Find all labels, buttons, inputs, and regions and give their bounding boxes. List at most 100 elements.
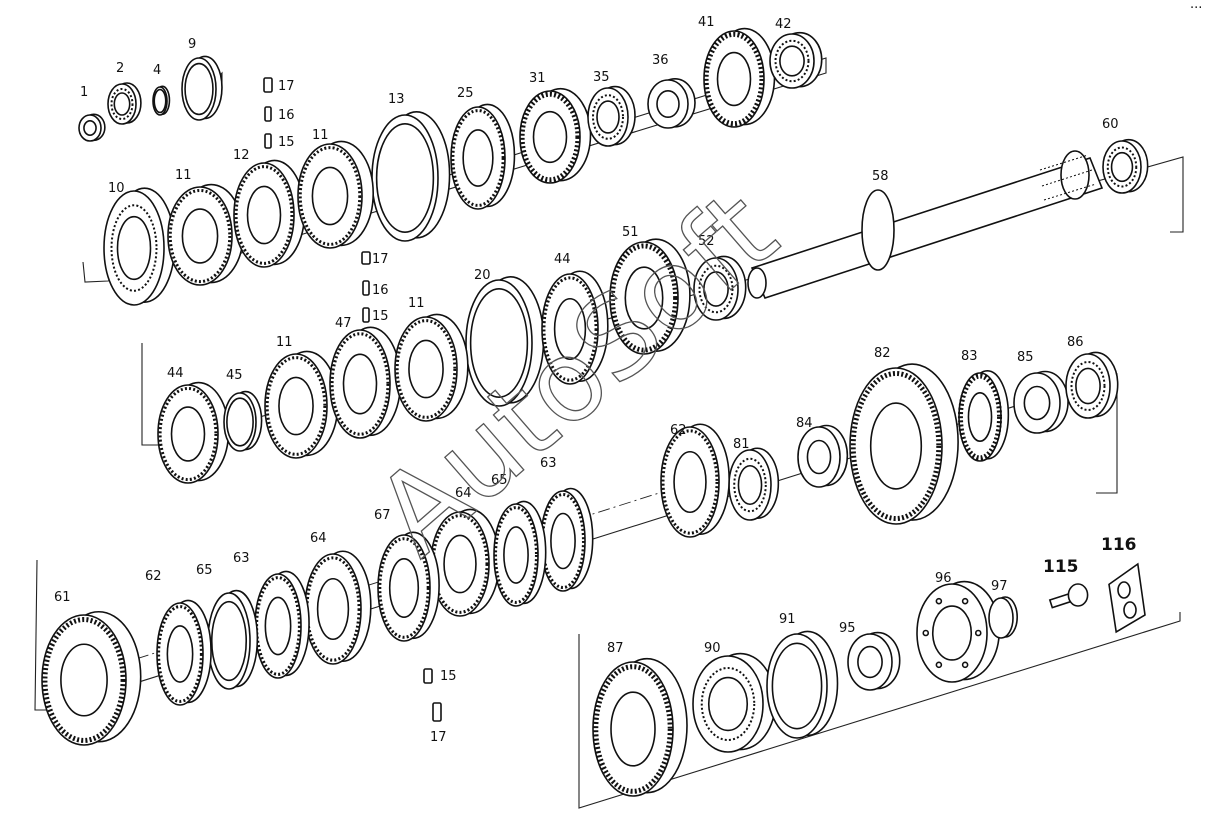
part-bore [375, 123, 435, 233]
part-ring-4 [152, 85, 171, 116]
part-bore [1110, 151, 1134, 183]
part-bushing-84 [797, 424, 849, 488]
part-bearing-42 [769, 31, 823, 89]
part-label: 41 [698, 15, 715, 30]
part-label: 115 [1043, 557, 1079, 577]
flange-bolt-hole [961, 597, 969, 605]
main-shaft [747, 150, 1104, 299]
part-bore [116, 215, 152, 281]
part-label: 16 [278, 108, 295, 123]
part-bushing-36 [647, 78, 696, 129]
part-bearing-60 [1102, 138, 1149, 194]
part-hub-47 [329, 326, 402, 439]
part-bore [779, 45, 805, 77]
part-teeth [519, 91, 581, 183]
part-bore [181, 208, 219, 264]
shaft-spline-teeth [1039, 154, 1097, 201]
pin-body [423, 668, 433, 684]
frame-group-4 [578, 612, 1181, 809]
part-label: 62 [670, 423, 687, 438]
part-bore [532, 110, 568, 164]
part-bore [503, 526, 529, 584]
part-teeth [234, 165, 294, 265]
part-label: 96 [935, 571, 952, 586]
part-sleeve-20 [465, 276, 545, 407]
part-teeth [703, 31, 765, 127]
part-sleeve-13 [371, 111, 451, 242]
part-ring-9 [181, 55, 223, 121]
part-bore [716, 51, 752, 107]
part-label: 11 [408, 296, 425, 311]
part-bore [316, 577, 350, 641]
part-sync-25 [450, 103, 516, 210]
part-label: 4 [153, 63, 161, 78]
part-sync-11 [167, 183, 244, 286]
part-bearing-35 [587, 85, 636, 147]
shaft-collar [861, 189, 895, 271]
part-label: 91 [779, 612, 796, 627]
part-teeth [431, 514, 489, 614]
part-label: 17 [430, 730, 447, 745]
part-gear-82 [849, 363, 959, 525]
part-teeth [541, 493, 585, 589]
part-bearing-2 [107, 82, 142, 125]
part-bore [153, 88, 167, 114]
part-label: 90 [704, 641, 721, 656]
part-nut-95 [847, 631, 901, 691]
pin-body [432, 702, 442, 722]
part-teeth [593, 664, 673, 794]
part-label: 31 [529, 71, 546, 86]
part-label: 25 [457, 86, 474, 101]
part-teeth [542, 276, 598, 382]
part-label: 63 [233, 551, 250, 566]
part-label: 15 [372, 309, 389, 324]
part-bore [771, 642, 823, 730]
part-label: 45 [226, 368, 243, 383]
part-teeth [395, 319, 457, 419]
lockplate-body [1108, 562, 1146, 634]
part-label: 2 [116, 61, 124, 76]
part-label: 97 [991, 579, 1008, 594]
part-label: 58 [872, 169, 889, 184]
part-label: 65 [196, 563, 213, 578]
part-bore [703, 271, 729, 307]
part-label: 13 [388, 92, 405, 107]
part-teeth [850, 370, 942, 522]
bearing-rollers [700, 667, 756, 741]
part-bore [166, 625, 194, 683]
part-bore [210, 600, 248, 682]
part-bearing-10 [103, 187, 176, 306]
part-bore [388, 558, 420, 618]
part-sync-63 [254, 570, 310, 679]
part-label: 84 [796, 416, 813, 431]
part-label: 36 [652, 53, 669, 68]
part-bore [469, 288, 529, 398]
flange-bolt-hole [935, 597, 943, 605]
part-bore [931, 605, 973, 661]
part-label: 11 [175, 168, 192, 183]
part-label: 16 [372, 283, 389, 298]
part-bearing-81 [728, 447, 780, 521]
part-sync-11 [297, 140, 375, 249]
part-teeth [330, 332, 390, 436]
part-gear-61 [41, 610, 142, 746]
part-ring-91 [766, 630, 839, 739]
part-teeth [494, 506, 538, 604]
part-pin-17 [263, 77, 273, 93]
part-teeth [42, 617, 126, 743]
part-label: 44 [554, 252, 571, 267]
part-label: 62 [145, 569, 162, 584]
part-sync-65 [493, 500, 547, 607]
bearing-rollers [1106, 146, 1138, 188]
part-teeth [661, 429, 719, 535]
part-ring-45 [223, 390, 263, 452]
part-bushing-85 [1013, 370, 1069, 434]
pin-body [361, 251, 371, 265]
part-bearing-86 [1065, 351, 1119, 419]
part-teeth [378, 537, 430, 639]
part-front-face [988, 597, 1014, 639]
pin-body [264, 106, 272, 122]
pin-body [362, 280, 370, 296]
part-label: 116 [1101, 535, 1137, 555]
part-bearing-52 [693, 255, 747, 321]
